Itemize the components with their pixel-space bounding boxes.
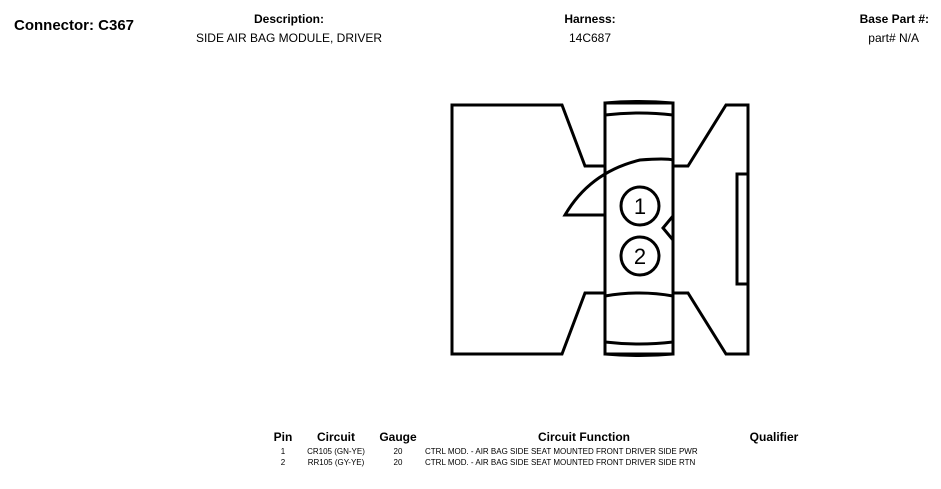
pin-1: 1	[619, 185, 661, 227]
harness-block: Harness: 14C687	[520, 12, 660, 45]
pin-1-circle	[619, 185, 661, 227]
base-part-label: Base Part #:	[859, 12, 929, 26]
row-gauge: 20	[393, 458, 403, 467]
harness-value: 14C687	[568, 31, 612, 45]
col-header-function: Circuit Function	[538, 430, 630, 444]
base-part-block: Base Part #: part# N/A	[829, 12, 929, 45]
cavity-outline	[562, 157, 675, 298]
row-gauge: 20	[393, 447, 403, 456]
row-pin: 1	[280, 447, 286, 456]
col-header-pin: Pin	[273, 430, 293, 444]
harness-label: Harness:	[564, 12, 616, 26]
column-bottom-cap	[604, 352, 674, 357]
table-row: 1 CR105 (GN-YE) 20 CTRL MOD. - AIR BAG S…	[268, 446, 802, 457]
description-block: Description: SIDE AIR BAG MODULE, DRIVER	[160, 12, 418, 45]
connector-title: Connector: C367	[14, 17, 135, 34]
row-circuit: RR105 (GY-YE)	[307, 458, 365, 467]
row-qualifier	[746, 457, 802, 468]
column-top-band	[604, 111, 674, 117]
base-part-value: part# N/A	[868, 31, 919, 45]
pinout-header-row: Pin Circuit Gauge Circuit Function Quali…	[268, 430, 802, 446]
table-row: 2 RR105 (GY-YE) 20 CTRL MOD. - AIR BAG S…	[268, 457, 802, 468]
pin-1-label: 1	[634, 194, 646, 219]
pinout-table: Pin Circuit Gauge Circuit Function Quali…	[268, 430, 802, 468]
pin-2-circle	[619, 235, 661, 277]
row-pin: 2	[280, 458, 286, 467]
housing-left-outline	[450, 103, 605, 356]
col-header-circuit: Circuit	[316, 430, 355, 444]
pin-2-label: 2	[634, 244, 646, 269]
column-top-cap	[604, 100, 674, 105]
column-bottom-band	[604, 340, 674, 346]
row-function: CTRL MOD. - AIR BAG SIDE SEAT MOUNTED FR…	[425, 447, 698, 456]
row-qualifier	[746, 446, 802, 457]
pin-2: 2	[619, 235, 661, 277]
col-header-gauge: Gauge	[379, 430, 417, 444]
housing-right-outline	[673, 103, 750, 356]
description-value: SIDE AIR BAG MODULE, DRIVER	[195, 31, 383, 45]
row-function: CTRL MOD. - AIR BAG SIDE SEAT MOUNTED FR…	[425, 458, 696, 467]
description-label: Description:	[253, 12, 324, 26]
col-header-qualifier: Qualifier	[749, 430, 799, 444]
row-circuit: CR105 (GN-YE)	[307, 447, 365, 456]
latch-tab	[735, 172, 748, 286]
